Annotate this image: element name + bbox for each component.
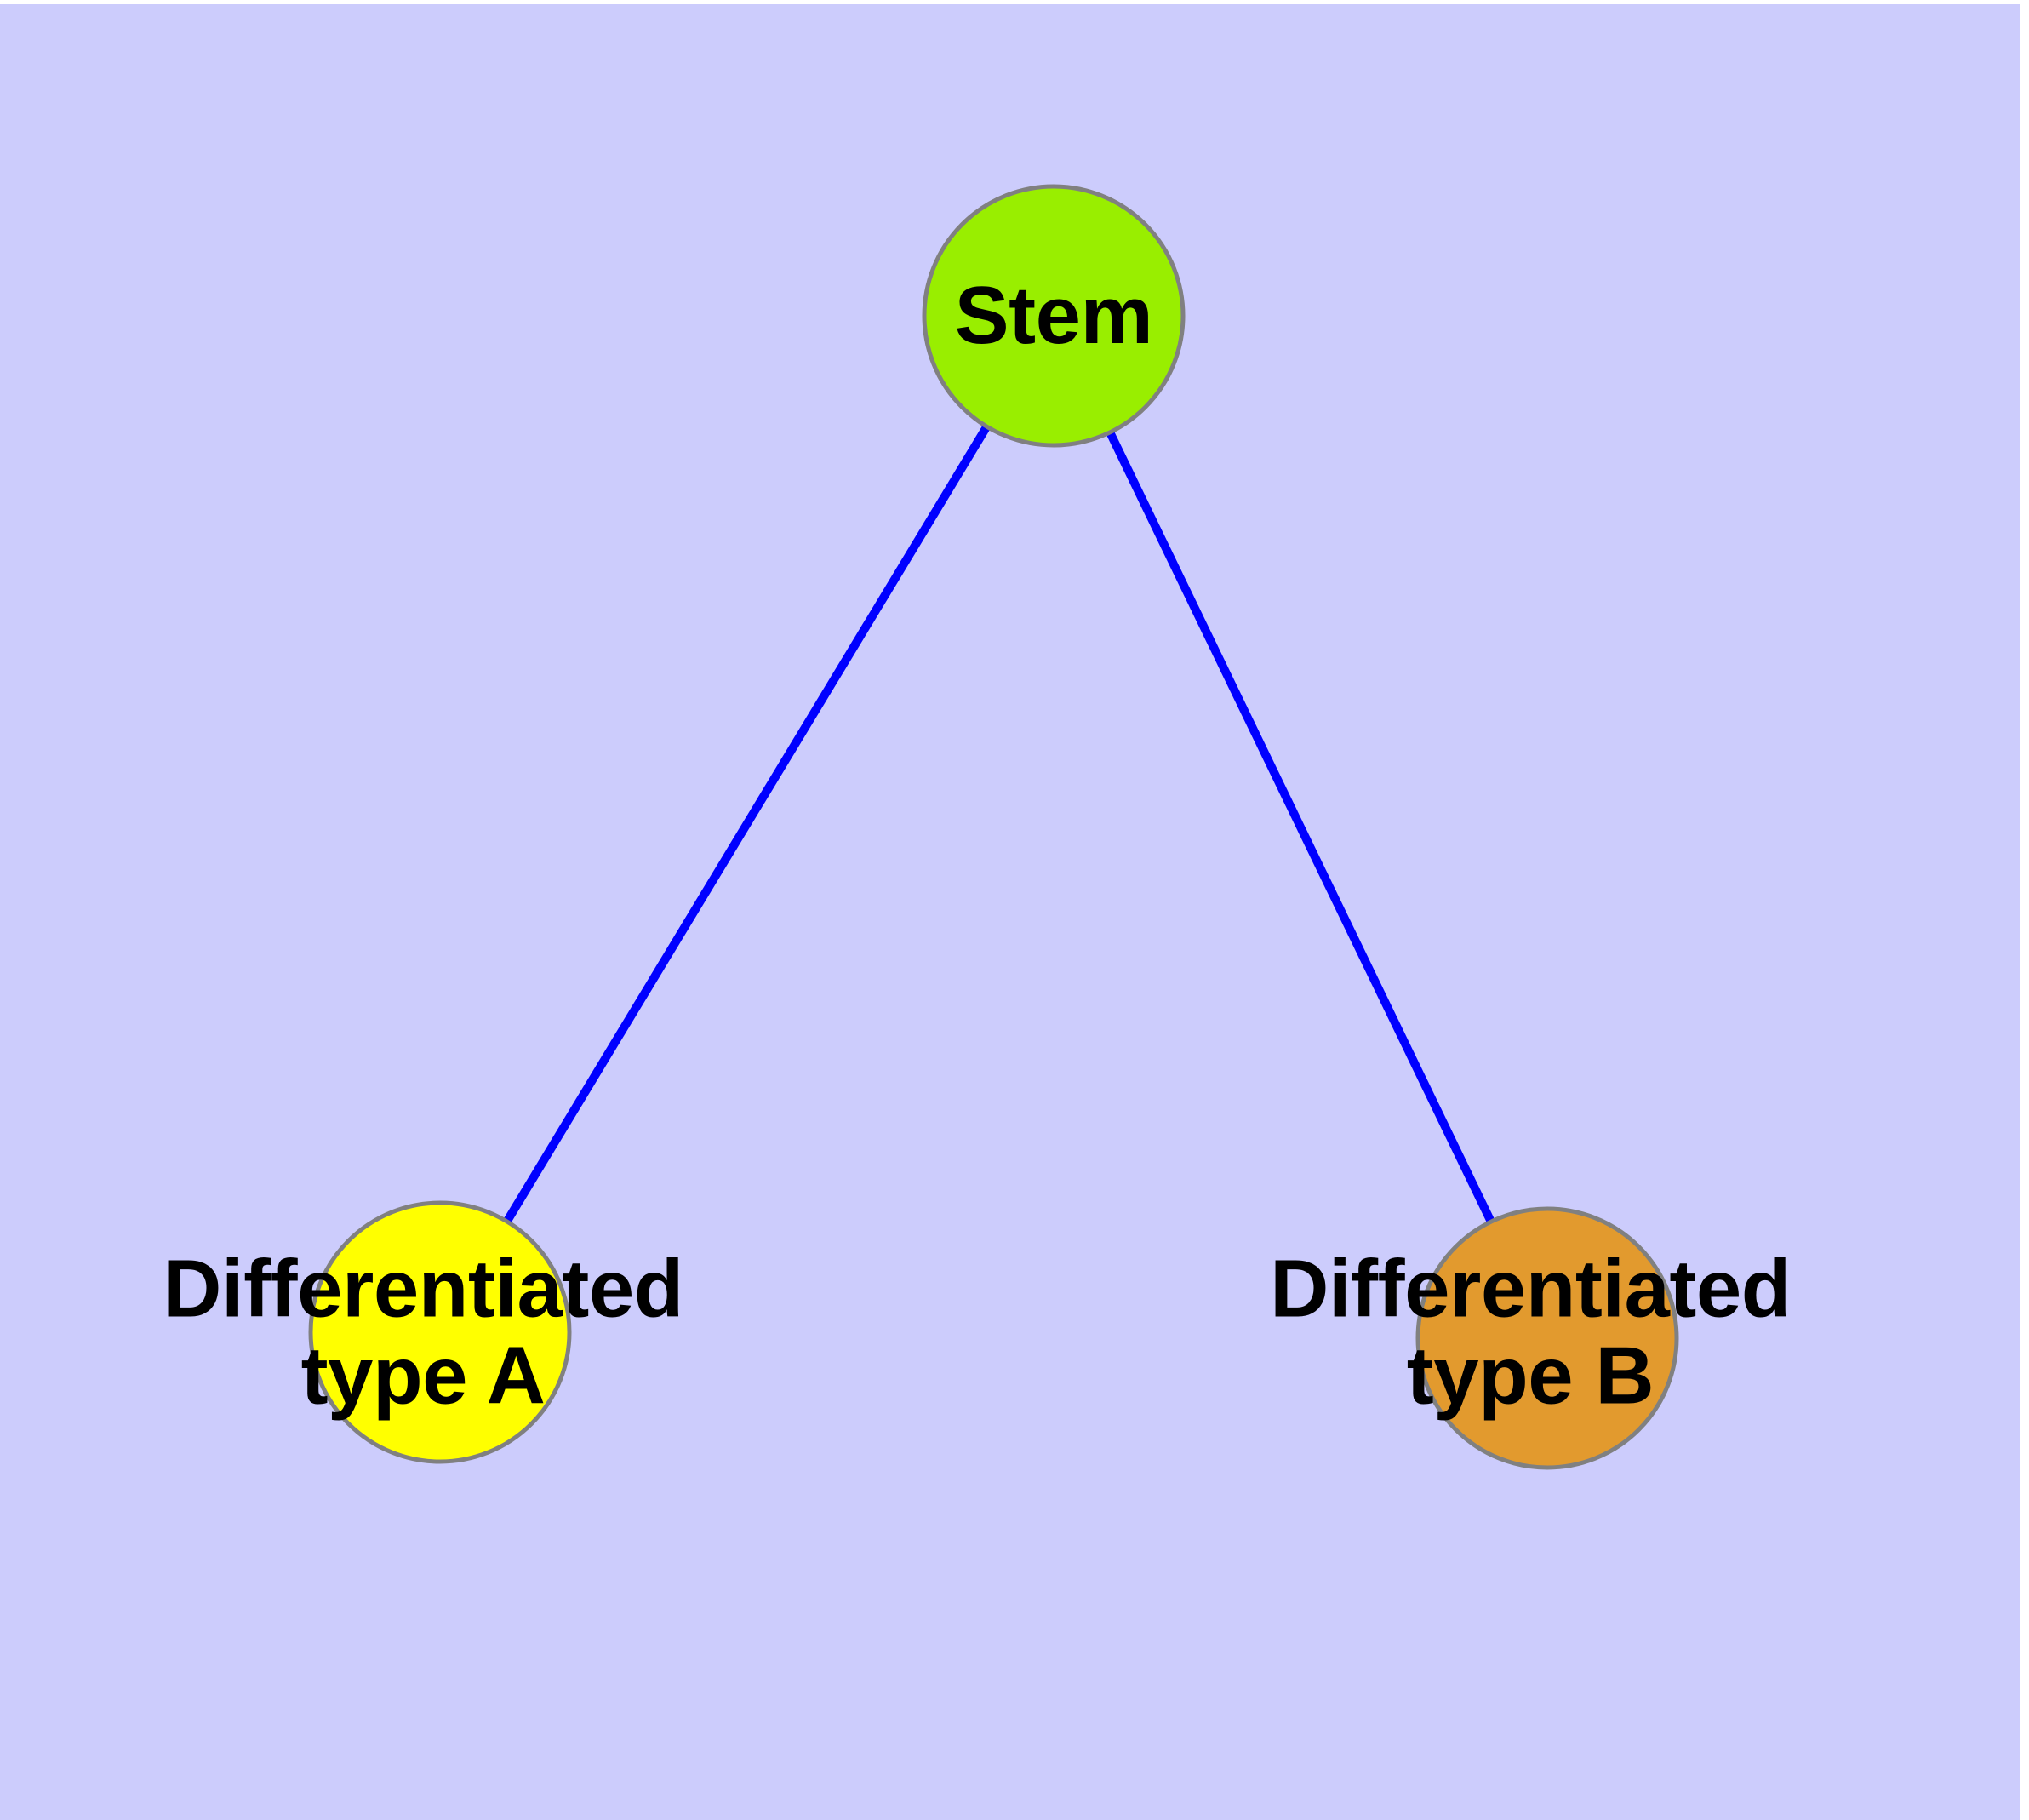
graph-edge	[1106, 430, 1495, 1224]
edge-layer	[503, 424, 1495, 1224]
graph-node-diff_b[interactable]	[1415, 1206, 1679, 1470]
graph-node-stem[interactable]	[922, 184, 1186, 448]
node-layer	[308, 184, 1679, 1470]
graph-edge	[503, 424, 991, 1224]
graph-node-diff_a[interactable]	[308, 1200, 572, 1464]
